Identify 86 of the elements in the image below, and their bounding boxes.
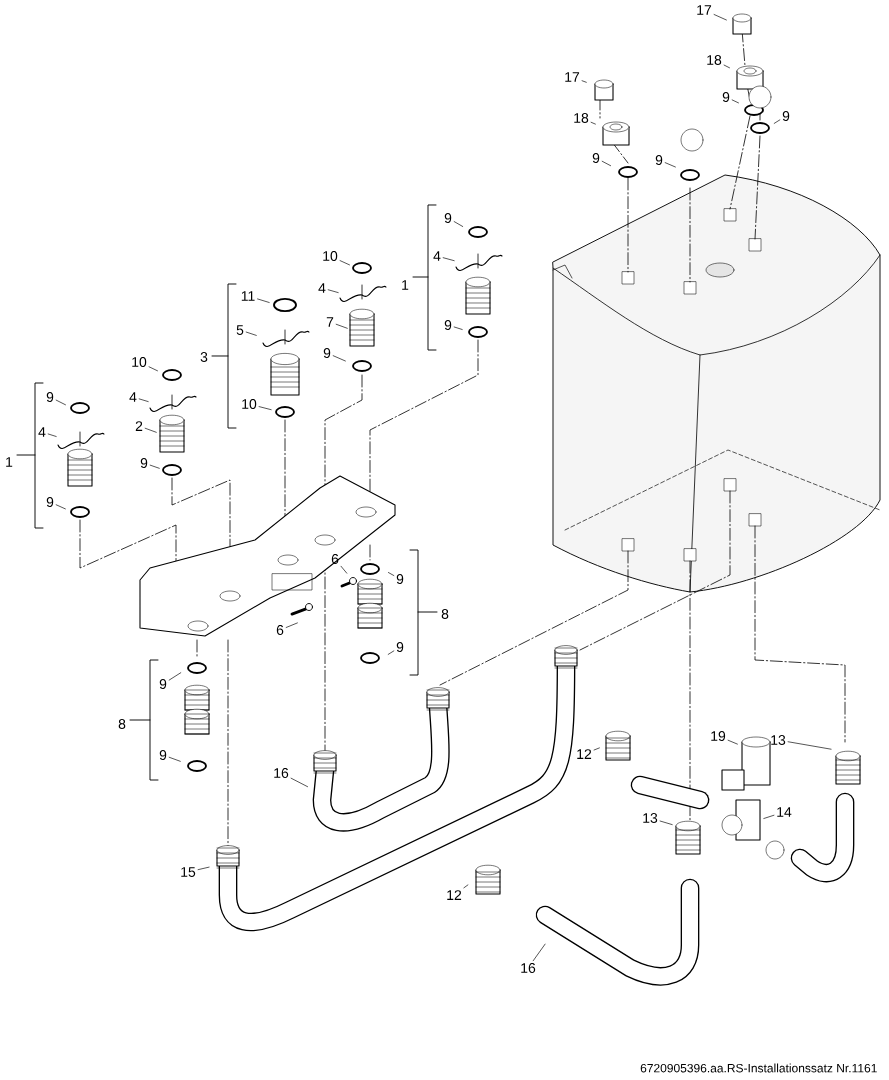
- leader-line: [257, 298, 270, 303]
- leader-line: [532, 943, 546, 962]
- leader-line: [581, 80, 587, 83]
- leader-line: [442, 257, 455, 262]
- callout-number: 3: [200, 352, 208, 362]
- callout-number: 18: [574, 113, 589, 123]
- callout-number: 1: [402, 280, 409, 290]
- leader-line: [55, 504, 66, 510]
- callout-number: 9: [396, 642, 404, 652]
- callout-number: 17: [697, 5, 712, 15]
- leader-line: [731, 99, 739, 104]
- leader-line: [463, 884, 469, 889]
- leader-line: [453, 221, 464, 227]
- callout-number: 9: [444, 213, 452, 223]
- callout-number: 16: [274, 768, 289, 778]
- leader-line: [168, 672, 182, 681]
- callout-number: 9: [159, 679, 167, 689]
- callout-number: 9: [159, 750, 167, 760]
- leader-line: [148, 366, 158, 372]
- callout-number: 5: [236, 325, 244, 335]
- callout-number: 4: [129, 392, 137, 402]
- leader-line: [590, 121, 596, 125]
- callout-number: 9: [782, 111, 790, 121]
- leader-line: [387, 650, 395, 655]
- callout-number: 15: [181, 867, 196, 877]
- leader-line: [453, 326, 463, 330]
- callout-number: 9: [46, 497, 54, 507]
- leader-line: [332, 355, 346, 362]
- leader-line: [47, 433, 57, 437]
- leader-line: [339, 260, 350, 266]
- callout-number: 13: [643, 813, 658, 823]
- leader-line: [763, 814, 775, 819]
- leader-line: [149, 464, 160, 469]
- leader-line: [601, 160, 611, 167]
- leader-line: [285, 622, 298, 628]
- leader-line: [290, 777, 308, 788]
- leader-line: [727, 739, 738, 745]
- callout-number: 17: [565, 72, 580, 82]
- callout-number: 7: [326, 317, 334, 327]
- callout-number: 9: [323, 348, 331, 358]
- leader-line: [327, 289, 339, 293]
- leader-line: [335, 323, 348, 329]
- callout-number: 6: [276, 625, 284, 635]
- callout-number: 10: [242, 399, 257, 409]
- leader-line: [168, 756, 181, 762]
- callout-number: 10: [323, 251, 338, 261]
- callout-number: 6: [331, 554, 339, 564]
- callout-number: 9: [396, 574, 404, 584]
- callout-number: 9: [592, 153, 600, 163]
- callout-number: 13: [771, 735, 786, 745]
- callout-number: 4: [318, 283, 326, 293]
- leader-line: [144, 427, 157, 433]
- callout-number: 4: [38, 427, 46, 437]
- leader-line: [664, 162, 676, 168]
- leader-line: [55, 399, 66, 406]
- callout-number: 9: [655, 155, 663, 165]
- leader-line: [773, 119, 781, 124]
- callout-number: 2: [135, 421, 143, 431]
- leader-line: [787, 741, 832, 750]
- callout-number: 12: [577, 749, 592, 759]
- leader-line: [713, 14, 727, 21]
- callout-number: 1: [6, 457, 13, 467]
- leader-line: [340, 565, 348, 574]
- callout-number: 9: [140, 458, 148, 468]
- callout-number: 11: [241, 291, 255, 301]
- leader-line: [245, 331, 257, 336]
- callout-number: 16: [521, 963, 536, 973]
- callout-number: 9: [444, 320, 452, 330]
- callout-number: 12: [447, 890, 462, 900]
- callout-number: 19: [711, 731, 726, 741]
- leader-line: [388, 572, 395, 576]
- leader-line: [723, 64, 730, 69]
- leader-line: [593, 747, 600, 751]
- callout-number: 14: [777, 807, 792, 817]
- callout-number: 10: [132, 357, 147, 367]
- leader-line: [197, 866, 210, 870]
- callout-number: 4: [433, 251, 441, 261]
- callout-number: 8: [441, 609, 449, 619]
- callout-number: 18: [707, 55, 722, 65]
- leader-line: [258, 406, 272, 411]
- drawing-number: 6720905396.aa.RS-Installationssatz Nr.1161: [640, 1063, 877, 1073]
- leader-line: [138, 398, 149, 402]
- callout-number: 8: [118, 719, 126, 729]
- callout-number: 9: [46, 392, 54, 402]
- callout-number: 9: [722, 92, 730, 102]
- leader-line: [659, 820, 673, 825]
